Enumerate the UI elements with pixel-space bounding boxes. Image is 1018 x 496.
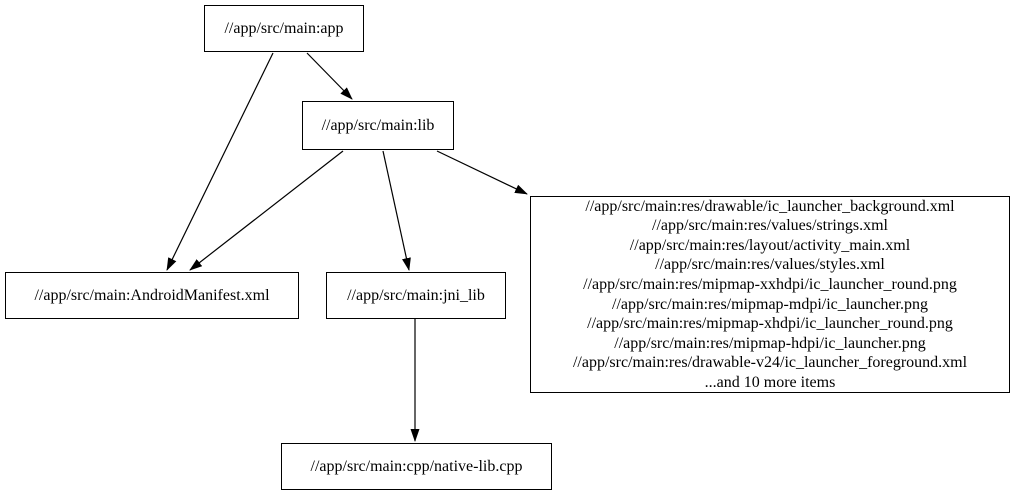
resource-more-items: ...and 10 more items <box>704 373 836 391</box>
node-jni-lib: //app/src/main:jni_lib <box>326 272 506 319</box>
node-android-manifest: //app/src/main:AndroidManifest.xml <box>5 272 299 319</box>
node-app-label: //app/src/main:app <box>224 19 344 37</box>
edge-app-to-manifest <box>166 52 274 271</box>
resource-item: //app/src/main:res/values/strings.xml <box>652 217 888 235</box>
node-lib: //app/src/main:lib <box>302 101 454 150</box>
node-jni-lib-label: //app/src/main:jni_lib <box>347 286 485 304</box>
resource-item: //app/src/main:res/values/styles.xml <box>655 256 885 274</box>
resource-item: //app/src/main:res/mipmap-mdpi/ic_launch… <box>612 295 928 313</box>
node-android-manifest-label: //app/src/main:AndroidManifest.xml <box>34 286 270 304</box>
resource-item: //app/src/main:res/drawable/ic_launcher_… <box>585 197 955 215</box>
node-native-lib-cpp-label: //app/src/main:cpp/native-lib.cpp <box>310 457 523 475</box>
resource-item: //app/src/main:res/drawable-v24/ic_launc… <box>572 354 968 372</box>
edge-lib-to-jni-lib <box>382 150 411 271</box>
resource-item: //app/src/main:res/layout/activity_main.… <box>629 236 911 254</box>
node-lib-label: //app/src/main:lib <box>321 116 435 134</box>
edge-lib-to-manifest <box>189 150 344 271</box>
node-app: //app/src/main:app <box>204 5 364 52</box>
resource-item: //app/src/main:res/mipmap-xxhdpi/ic_laun… <box>583 275 957 293</box>
resource-item: //app/src/main:res/mipmap-hdpi/ic_launch… <box>614 334 926 352</box>
edge-app-to-lib <box>306 52 353 100</box>
node-resources-group: //app/src/main:res/drawable/ic_launcher_… <box>530 196 1010 393</box>
edge-lib-to-res <box>436 150 528 195</box>
node-native-lib-cpp: //app/src/main:cpp/native-lib.cpp <box>281 443 552 490</box>
resource-item: //app/src/main:res/mipmap-xhdpi/ic_launc… <box>587 315 953 333</box>
